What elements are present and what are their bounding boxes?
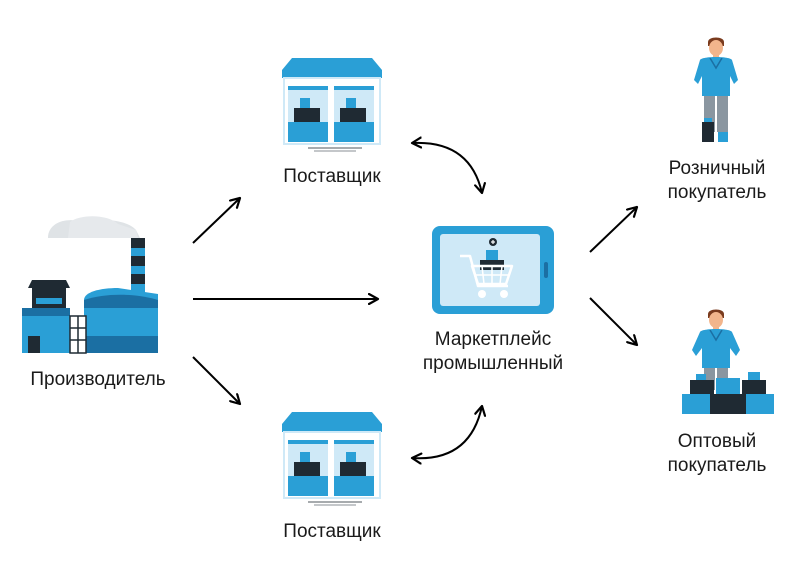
warehouse-icon [282, 58, 382, 152]
arrow-supplier-top-marketplace [412, 143, 482, 193]
arrow-marketplace-to-wholesale [589, 297, 637, 345]
arrow-producer-to-supplier-top [192, 198, 240, 244]
retail-buyer-label-line2: покупатель [667, 182, 767, 203]
wholesale-buyer-label-line2: покупатель [667, 455, 767, 476]
arrow-supplier-bottom-marketplace [412, 406, 482, 458]
retail-buyer-label-line1: Розничный [668, 158, 766, 179]
person-icon [694, 37, 738, 142]
supplier-top-label: Поставщик [283, 166, 381, 187]
wholesale-buyer-label-line1: Оптовый [677, 431, 757, 452]
tablet-cart-icon [432, 226, 554, 314]
marketplace-label-line1: Маркетплейс [434, 329, 552, 350]
warehouse-icon [282, 412, 382, 506]
factory-icon [22, 216, 158, 354]
person-with-boxes-icon [682, 309, 774, 414]
arrow-marketplace-to-retail [589, 207, 637, 253]
arrow-producer-to-supplier-bottom [192, 356, 240, 404]
marketplace-label-line2: промышленный [422, 353, 564, 374]
supplier-bottom-label: Поставщик [283, 521, 381, 542]
producer-label: Производитель [30, 369, 166, 390]
